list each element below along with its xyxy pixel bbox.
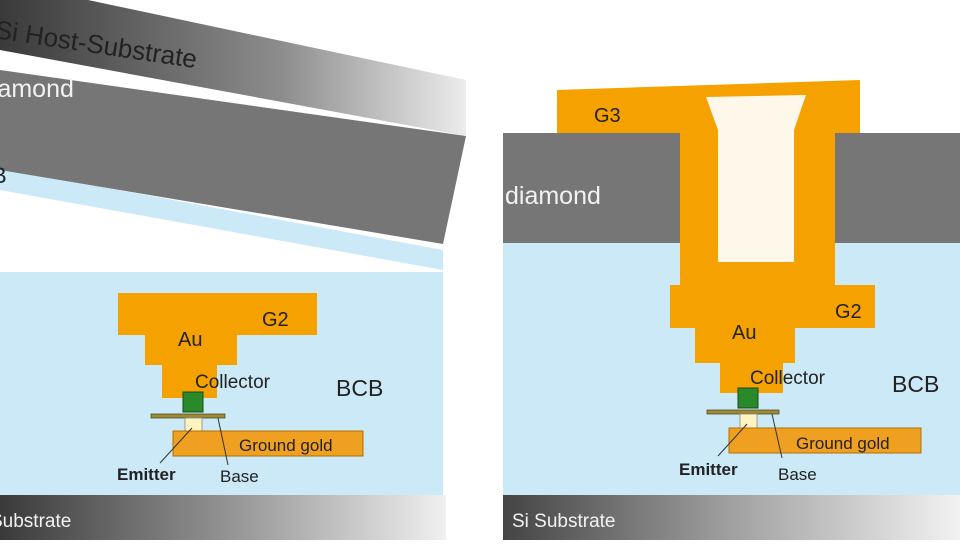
right-au-label: Au xyxy=(732,322,756,344)
right-collector-label: Collector xyxy=(750,368,826,389)
right-base-leader xyxy=(771,413,783,459)
right-ground-gold xyxy=(728,427,922,454)
left-g2-label: G2 xyxy=(262,309,289,331)
left-collector xyxy=(182,391,204,413)
right-substrate-label: Si Substrate xyxy=(512,511,616,532)
left-emitter-label: Emitter xyxy=(117,465,176,484)
right-ground-gold-label: Ground gold xyxy=(796,434,890,453)
right-via-opening xyxy=(706,95,806,262)
right-emitter-label: Emitter xyxy=(679,460,738,479)
left-au-g2-metal xyxy=(118,293,317,398)
right-si-substrate xyxy=(503,495,960,540)
right-bcb-label: BCB xyxy=(892,371,939,397)
left-si-substrate xyxy=(0,495,446,540)
left-emitter-leader xyxy=(159,427,193,464)
left-collector-label: Collector xyxy=(195,372,271,393)
right-g3-label: G3 xyxy=(594,105,621,127)
right-collector xyxy=(737,387,759,409)
left-au-label: Au xyxy=(178,329,202,351)
left-substrate-label: Substrate xyxy=(0,511,71,532)
right-diamond-label: diamond xyxy=(505,182,601,210)
left-ground-gold-label: Ground gold xyxy=(239,436,333,455)
left-host-substrate xyxy=(0,0,466,136)
right-panel: diamond G3 G2 Au Collector Ground gold E… xyxy=(503,80,960,540)
left-bcb-label: BCB xyxy=(336,375,383,401)
left-ground-gold xyxy=(172,430,364,457)
left-bcb-layer-label: B xyxy=(0,163,7,188)
left-bcb-sliver xyxy=(0,168,443,270)
right-g3-via-g2-metal xyxy=(557,80,875,393)
right-base-label: Base xyxy=(778,465,817,484)
left-diamond-label: diamond xyxy=(0,75,74,103)
right-base-bar xyxy=(706,409,780,415)
left-panel: Si Host-Substrate diamond B Au G2 Collec… xyxy=(0,0,466,540)
left-base-bar xyxy=(150,413,226,419)
left-base-label: Base xyxy=(220,467,259,486)
right-emitter-leader xyxy=(717,423,748,457)
left-base-leader xyxy=(217,417,229,466)
left-diamond-layer xyxy=(0,70,466,244)
right-g2-label: G2 xyxy=(835,301,862,323)
